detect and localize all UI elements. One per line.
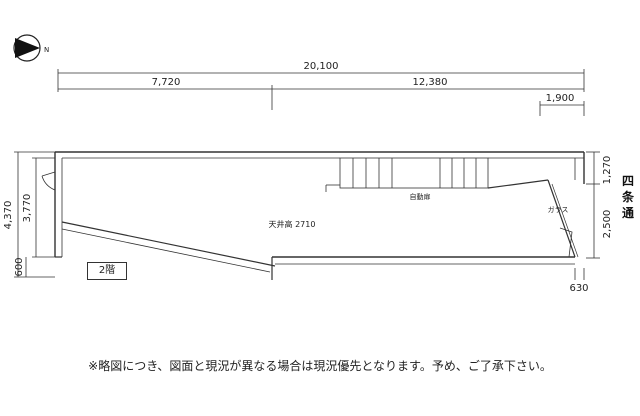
door-icon — [41, 171, 56, 191]
dim-right-bottom: 2,500 — [602, 210, 613, 239]
right-dimensions — [574, 151, 600, 280]
road-name: 四 条 通 — [621, 174, 635, 220]
road-char-3: 通 — [622, 205, 634, 220]
north-label: N — [44, 46, 49, 54]
floor-label: 2階 — [87, 262, 127, 280]
dim-bottom-small: 630 — [569, 283, 588, 294]
glass-label: ガラス — [548, 205, 569, 214]
building-outline — [54, 151, 585, 280]
road-char-2: 条 — [621, 189, 635, 204]
dim-right-small: 1,900 — [546, 93, 575, 104]
auto-door-label: 自動扉 — [410, 192, 431, 201]
north-arrow-icon: N — [13, 34, 49, 62]
dim-right-top: 1,270 — [602, 156, 613, 185]
dim-left-bottom: 600 — [14, 257, 25, 276]
dim-left-total-height: 4,370 — [3, 201, 14, 230]
stair-core — [325, 157, 489, 192]
dim-total-width: 20,100 — [304, 61, 339, 72]
ceiling-height-label: 天井高 2710 — [269, 219, 316, 229]
front-door-icon — [559, 227, 573, 258]
top-dimensions — [57, 69, 585, 116]
left-dimensions — [14, 151, 55, 278]
disclaimer-note: ※略図につき、図面と現況が異なる場合は現況優先となります。予め、ご了承下さい。 — [88, 359, 552, 373]
dim-left-width: 7,720 — [152, 77, 181, 88]
road-char-1: 四 — [622, 174, 634, 188]
dim-left-inner-height: 3,770 — [22, 194, 33, 223]
dim-right-width: 12,380 — [413, 77, 448, 88]
